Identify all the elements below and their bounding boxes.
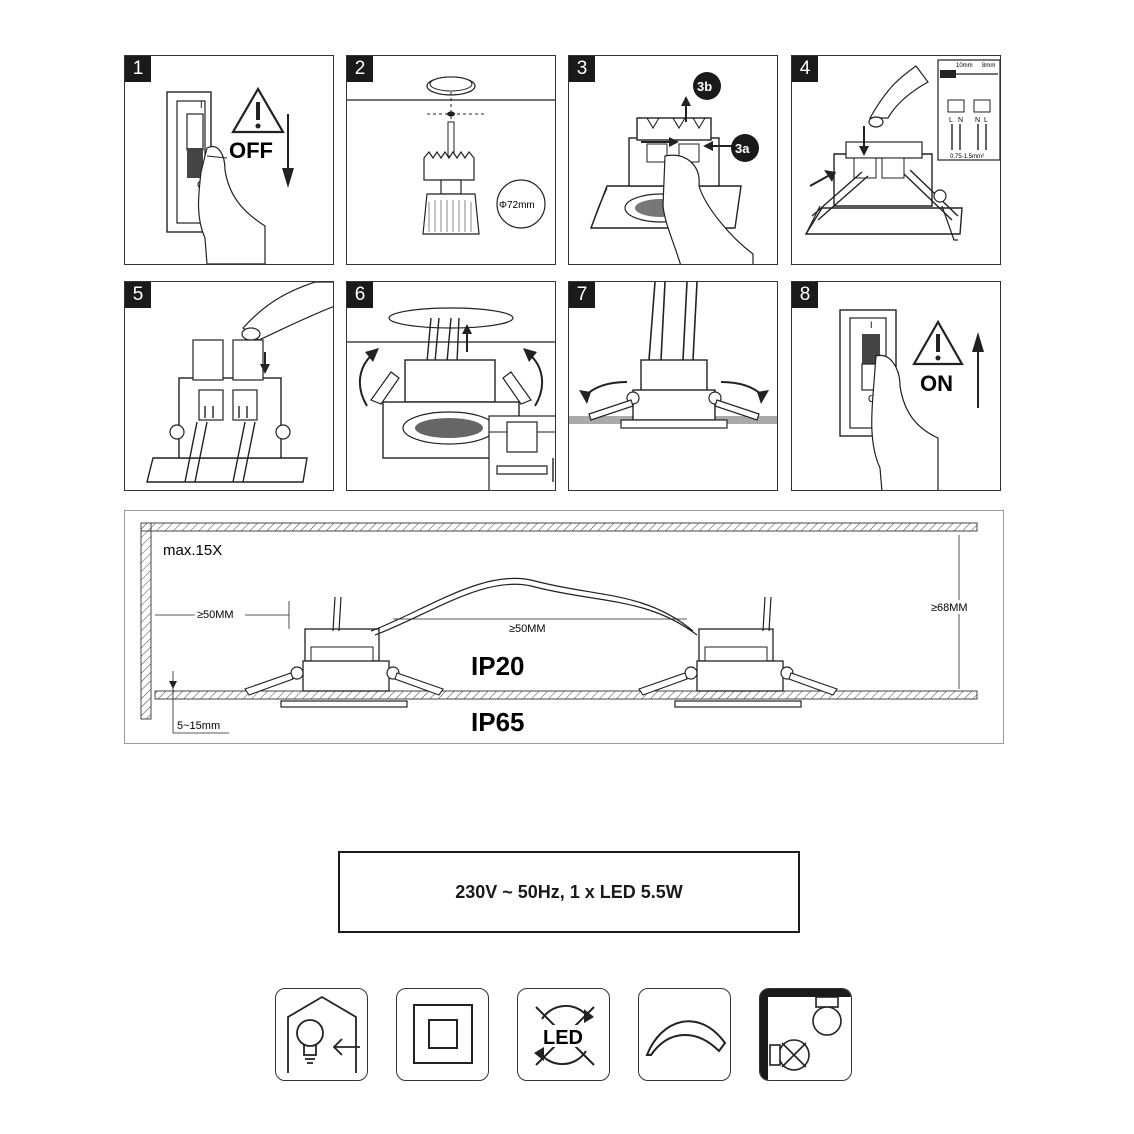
wall-gap-label: ≥50MM [197, 609, 234, 621]
arrow-down-icon [282, 168, 294, 188]
step-8-panel: 8 I O ON [791, 281, 1001, 491]
step-number: 5 [125, 282, 151, 308]
arrow-up-icon [462, 324, 472, 334]
step-number: 2 [347, 56, 373, 82]
wiring-illustration: 10mm 8mm L N N L 0.75-1.5mm² [804, 59, 1000, 241]
dimmable-icon [638, 988, 731, 1081]
step-number: 8 [792, 282, 818, 308]
arrow-down-icon [260, 364, 270, 374]
step-5-panel: 5 [124, 281, 334, 491]
not-for-insulation-cover-icon [759, 988, 852, 1081]
switch-mark-on: I [200, 100, 203, 110]
arrow-rotate-right-icon [757, 390, 769, 404]
hole-diameter-label: Φ72mm [499, 200, 535, 211]
step-3b-label: 3b [697, 79, 712, 94]
step-3a-label: 3a [735, 141, 750, 156]
step-number: 7 [569, 282, 595, 308]
step-number: 6 [347, 282, 373, 308]
arrow-rotate-left-icon [365, 348, 379, 362]
step-7-panel: 7 [568, 281, 778, 491]
strip-length-a: 10mm [956, 63, 973, 69]
off-label: OFF [229, 138, 273, 163]
arrow-left-icon [703, 141, 713, 151]
arrow-right-icon [824, 170, 836, 182]
spacing-label: ≥50MM [509, 623, 546, 635]
step-number: 1 [125, 56, 151, 82]
installation-diagram: max.15X [124, 510, 1004, 744]
step-6-panel: 6 [346, 281, 556, 491]
ip20-label: IP20 [471, 651, 525, 681]
arrow-up-icon [972, 332, 984, 352]
indoor-use-icon [275, 988, 368, 1081]
step-3a-badge [731, 134, 759, 162]
max-count-label: max.15X [163, 542, 222, 559]
led-not-replaceable-icon: LED [517, 988, 610, 1081]
strip-length-b: 8mm [982, 63, 995, 69]
step-4-panel: 4 10mm 8mm L N N L 0.75-1.5mm² [791, 55, 1001, 265]
step-1-panel: 1 I O OFF [124, 55, 334, 265]
step-2-panel: 2 Φ72mm [346, 55, 556, 265]
terminal-n: N [958, 117, 963, 124]
fixture-right [638, 596, 838, 708]
height-label: ≥68MM [931, 602, 968, 614]
cable-section-label: 0.75-1.5mm² [950, 154, 984, 160]
arrow-down-icon [859, 146, 869, 156]
arrow-up-icon [681, 96, 691, 106]
close-terminal-illustration [146, 282, 333, 483]
terminal-l2: L [984, 117, 988, 124]
insert-fixture-illustration [347, 307, 555, 490]
installation-drawing: max.15X [140, 522, 981, 737]
press-into-ceiling-illustration [569, 282, 777, 429]
arrow-rotate-right-icon [523, 348, 537, 362]
arrow-rotate-left-icon [579, 390, 591, 404]
fixture-left [244, 596, 444, 708]
terminal-n2: N [975, 117, 980, 124]
remove-clamp-illustration: 3b 3a [589, 72, 759, 264]
led-text: LED [543, 1027, 583, 1049]
terminal-l: L [949, 117, 953, 124]
switch-on-illustration: I O ON [839, 309, 984, 490]
ceiling-thickness-label: 5~15mm [177, 720, 220, 732]
class-ii-icon [396, 988, 489, 1081]
switch-mark-off: O [868, 394, 876, 405]
ip65-label: IP65 [471, 707, 525, 737]
arrow-right-icon [669, 137, 679, 147]
step-3-panel: 3 3b 3a [568, 55, 778, 265]
step-number: 3 [569, 56, 595, 82]
on-label: ON [920, 371, 953, 396]
electrical-spec: 230V ~ 50Hz, 1 x LED 5.5W [338, 851, 800, 933]
step-3b-badge [693, 72, 721, 100]
step-number: 4 [792, 56, 818, 82]
drill-hole-illustration: Φ72mm [347, 76, 555, 235]
switch-mark-on: I [870, 320, 873, 330]
switch-off-illustration: I O OFF [166, 86, 294, 264]
